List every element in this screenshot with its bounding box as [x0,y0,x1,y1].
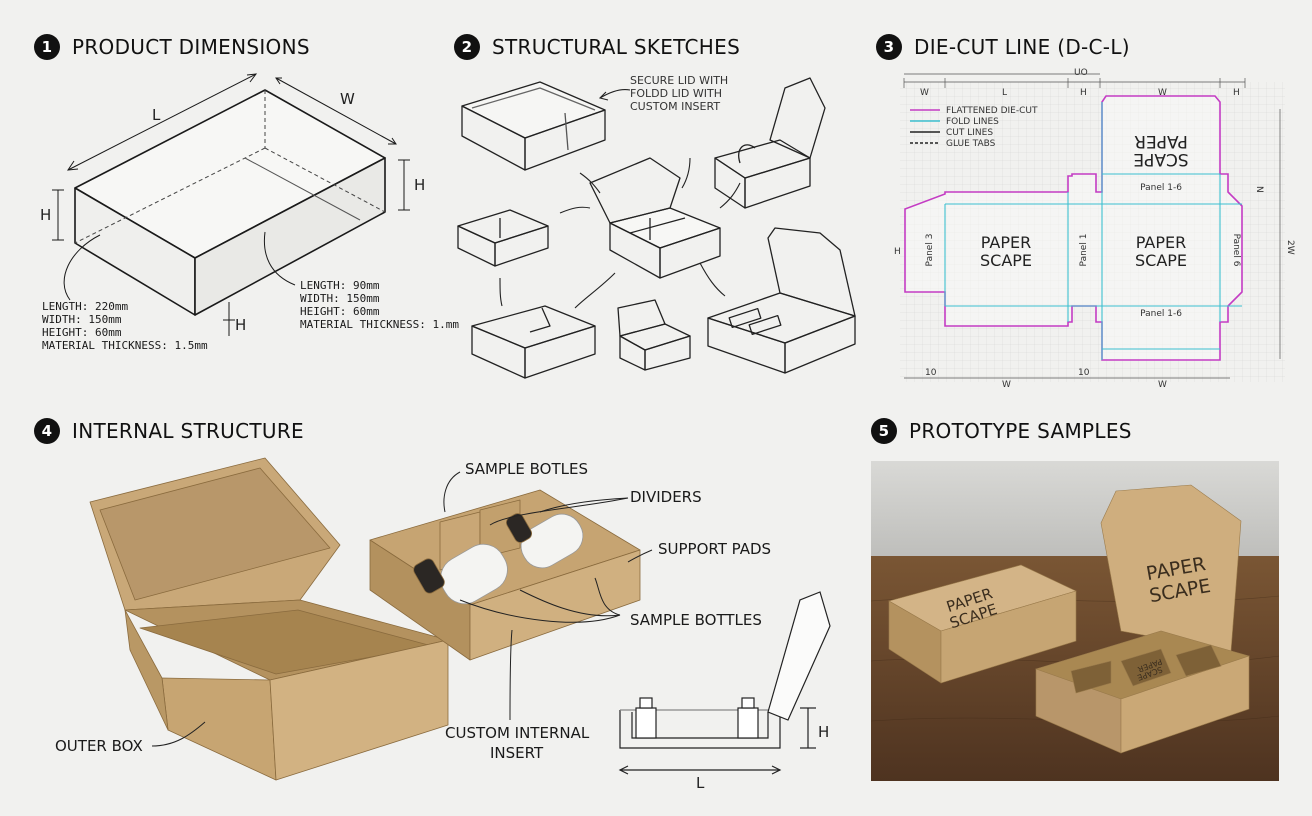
spec-right-line: MATERIAL THICKNESS: 1.mm [300,318,459,331]
sketch-note-line: SECURE LID WITH [630,74,728,87]
die-cut-brand-left: PAPER [981,233,1031,252]
internal-structure-illustration: SAMPLE BOTLES DIVIDERS SUPPORT PADS SAMP… [55,457,831,792]
section-dim-H: H [818,723,829,741]
bottle [506,513,584,569]
closed-prototype-box [888,564,1077,684]
top-dim-label: H [1233,88,1240,98]
spec-right-line: HEIGHT: 60mm [300,305,380,318]
callout-custom-insert: INSERT [490,744,544,762]
side-label-H: H [894,247,901,257]
step-badge: 4 [34,418,60,444]
side-label-N: N [1254,186,1264,193]
side-label-2W: 2W [1285,240,1295,255]
panel-title: INTERNAL STRUCTURE [72,419,304,443]
spec-right-line: LENGTH: 90mm [300,279,380,292]
sketch-note-line: CUSTOM INSERT [630,100,720,113]
die-cut-brand-top: PAPER [1134,131,1188,151]
die-cut-layout: W L H W H UO FLATTENED DIE-CUT FOLD LINE… [894,68,1295,390]
panel5-heading: 5 PROTOTYPE SAMPLES [871,418,1132,444]
sketch-small-open-box [714,77,826,209]
legend-item: FLATTENED DIE-CUT [946,106,1038,116]
sketch-note-line: FOLDD LID WITH [630,87,722,100]
dim-L-label: L [152,106,161,124]
sketch-tray [461,81,606,171]
step-badge: 3 [876,34,902,60]
panel-label-bottom: Panel 1-6 [1140,309,1182,319]
sketch-bottom-tray [471,305,596,379]
panel-label-top: Panel 1-6 [1140,183,1182,193]
legend-item: CUT LINES [946,128,993,138]
dim-H-bottom-label: H [235,316,246,334]
top-dim-label: W [1158,88,1167,98]
outer-box [89,457,449,781]
callout-support-pads: SUPPORT PADS [658,540,771,558]
legend-item: FOLD LINES [946,117,999,127]
die-cut-brand-top: SCAPE [1133,149,1188,169]
spec-left-line: LENGTH: 220mm [42,300,128,313]
open-prototype-box [1035,484,1251,754]
callout-sample-bottles: SAMPLE BOTTLES [630,611,762,629]
sketch-box-bottles [707,227,856,374]
bottom-dim-label: W [1158,380,1167,390]
panel-label-3: Panel 3 [925,234,935,267]
panel-label-1: Panel 1 [1079,234,1089,267]
panel2-heading: 2 STRUCTURAL SKETCHES [454,34,740,60]
top-dim-label: L [1002,88,1007,98]
die-cut-brand-right: SCAPE [1135,251,1187,270]
spec-left-line: HEIGHT: 60mm [42,326,122,339]
die-cut-brand-left: SCAPE [980,251,1032,270]
panel-title: DIE-CUT LINE (D-C-L) [914,35,1130,59]
callout-sample-bottles-top: SAMPLE BOTLES [465,460,588,478]
spec-right-line: WIDTH: 150mm [300,292,380,305]
panel-title: PRODUCT DIMENSIONS [72,35,310,59]
panel3-heading: 3 DIE-CUT LINE (D-C-L) [876,34,1130,60]
bottom-dim-label: 10 [1078,368,1090,378]
structural-sketches: SECURE LID WITH FOLDD LID WITH CUSTOM IN… [457,74,856,379]
panel-title: STRUCTURAL SKETCHES [492,35,741,59]
bottom-dim-label: W [1002,380,1011,390]
prototype-photo: PAPER SCAPE PAPER SCAPE PAPER SCAPE [871,461,1279,781]
bottom-dim-label: 10 [925,368,937,378]
top-dim-label: W [920,88,929,98]
top-dim-label: H [1080,88,1087,98]
step-badge: 2 [454,34,480,60]
spec-left-line: MATERIAL THICKNESS: 1.5mm [42,339,208,352]
step-badge: 5 [871,418,897,444]
die-cut-brand-right: PAPER [1136,233,1186,252]
callout-outer-box: OUTER BOX [55,737,143,755]
sketch-bottom-mailer [617,299,691,371]
legend-item: GLUE TABS [946,139,996,149]
sketch-left-tray [457,209,549,267]
sketch-center-mailer [589,157,721,279]
bottle [413,543,508,605]
top-total-label: UO [1074,68,1088,78]
panel1-heading: 1 PRODUCT DIMENSIONS [34,34,310,60]
panel-title: PROTOTYPE SAMPLES [909,419,1132,443]
panel-label-6: Panel 6 [1231,234,1241,267]
step-badge: 1 [34,34,60,60]
dim-H-right-label: H [414,176,425,194]
panel4-heading: 4 INTERNAL STRUCTURE [34,418,304,444]
callout-custom-insert: CUSTOM INTERNAL [445,724,590,742]
spec-left-line: WIDTH: 150mm [42,313,122,326]
callout-dividers: DIVIDERS [630,488,702,506]
dim-W-label: W [340,90,355,108]
section-dim-L: L [696,774,705,792]
dim-H-left-label: H [40,206,51,224]
product-dimensions-diagram: L W H H H LENGTH: 220mm WIDTH: 150mm HEI… [40,73,459,352]
cross-section [618,591,831,775]
